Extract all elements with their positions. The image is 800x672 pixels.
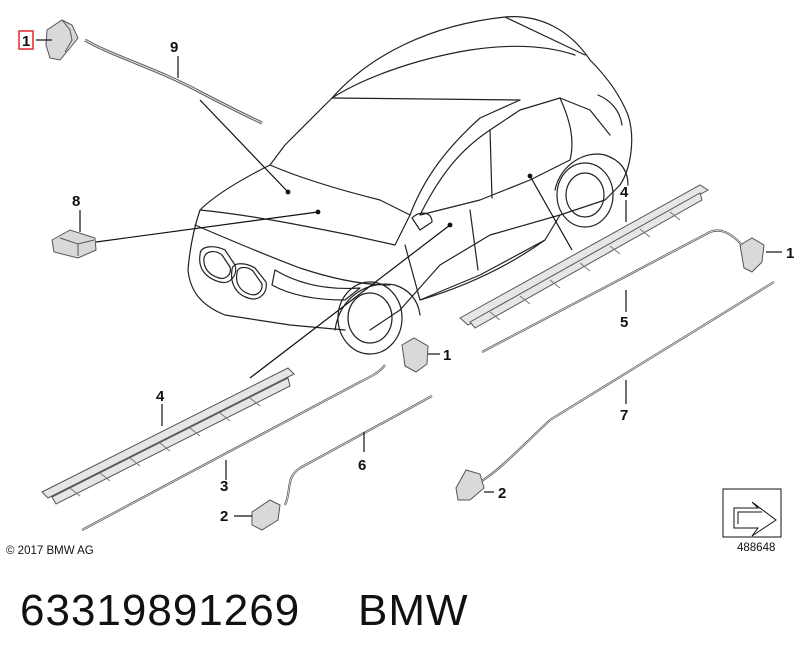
part-4-right-strip <box>459 184 709 329</box>
callout-1-top-left: 1 <box>22 33 30 50</box>
part-9-cable <box>84 38 263 125</box>
callout-highlight-box <box>18 30 34 50</box>
part-1-middle <box>401 337 429 373</box>
callout-9: 9 <box>170 39 178 56</box>
part-5-cable-inner <box>481 230 743 353</box>
part-4-left-strip <box>41 367 295 505</box>
callout-2-left: 2 <box>220 508 228 525</box>
part-1-top-left <box>45 19 79 61</box>
callout-4-left: 4 <box>156 388 165 405</box>
callout-6: 6 <box>358 457 366 474</box>
part-7-cable <box>479 281 775 483</box>
part-1-right <box>739 237 765 273</box>
brand-label: BMW <box>358 586 469 635</box>
callout-4-right: 4 <box>620 184 629 201</box>
reference-arrow-icon <box>722 488 782 538</box>
leader-dots <box>285 173 533 228</box>
callout-3: 3 <box>220 478 228 495</box>
callout-1-middle: 1 <box>443 347 451 364</box>
part-8-block <box>51 229 97 259</box>
callout-7: 7 <box>620 407 628 424</box>
part-3-cable-inner <box>81 364 386 531</box>
callout-1-right: 1 <box>786 245 794 262</box>
reference-number: 488648 <box>737 542 775 554</box>
copyright-text: © 2017 BMW AG <box>6 545 94 557</box>
car-illustration <box>187 16 633 355</box>
leader-lines <box>36 39 782 517</box>
part-2-left <box>251 499 281 531</box>
part-6-cable-inner <box>284 395 433 506</box>
callout-5: 5 <box>620 314 628 331</box>
part-2-right <box>455 469 485 501</box>
part-7-cable-inner <box>479 281 775 483</box>
callout-8: 8 <box>72 193 80 210</box>
part-number: 63319891269 <box>20 586 301 635</box>
callout-2-right: 2 <box>498 485 506 502</box>
part-6-cable <box>283 395 433 506</box>
